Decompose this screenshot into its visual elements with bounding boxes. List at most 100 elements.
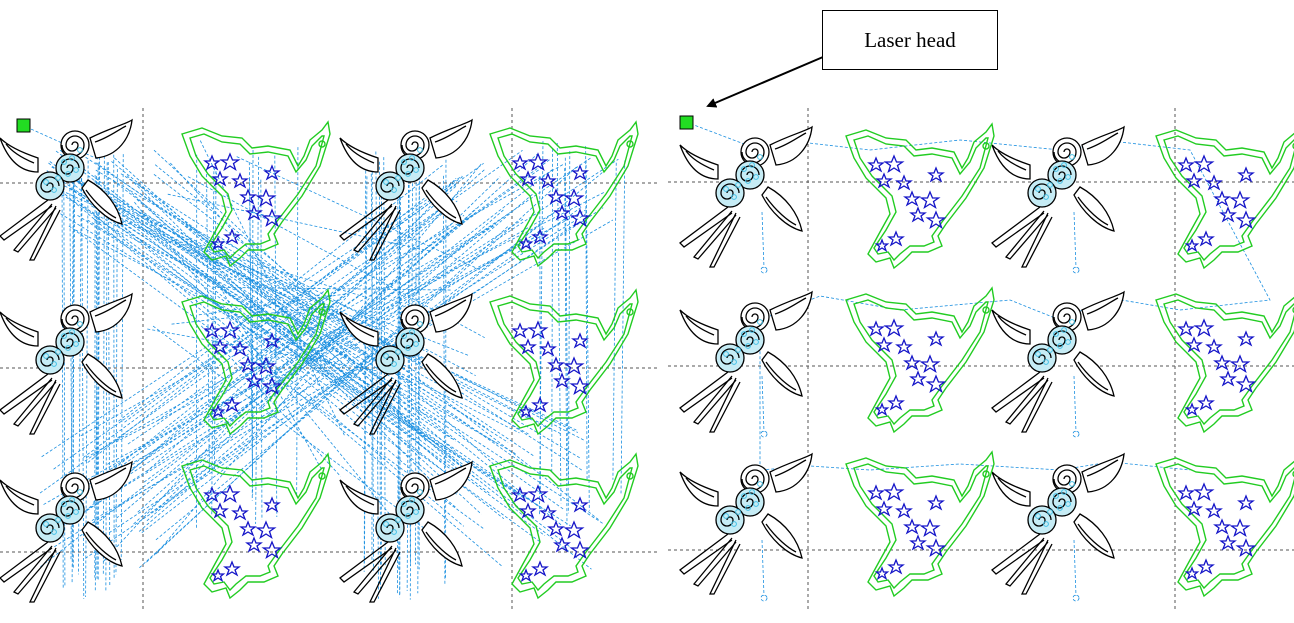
travel-line [115, 169, 118, 575]
travel-line [40, 169, 553, 568]
stem-end-marker [1072, 594, 1080, 602]
travel-line [100, 210, 546, 536]
travel-line [54, 213, 586, 548]
travel-line [171, 305, 337, 325]
travel-line [55, 150, 575, 551]
travel-line [113, 218, 524, 486]
travel-line [147, 328, 379, 372]
dove-shape [845, 451, 995, 597]
dove-shape [845, 287, 995, 433]
rose-bouquet-shape [0, 461, 133, 603]
dove-shape [1155, 123, 1294, 269]
travel-line [105, 162, 108, 592]
travel-line [255, 156, 260, 524]
travel-line [211, 166, 215, 515]
travel-line [94, 162, 99, 591]
travel-line [86, 223, 497, 458]
travel-line [110, 202, 529, 435]
travel-line [115, 157, 592, 480]
travel-line [415, 152, 417, 565]
travel-line [136, 199, 442, 463]
travel-line [108, 207, 604, 534]
travel-line [52, 189, 516, 455]
travel-line [46, 170, 530, 501]
travel-line [97, 151, 100, 580]
rose-bouquet-shape [679, 126, 813, 268]
laser-head-marker-left [16, 118, 31, 133]
travel-line [146, 208, 505, 522]
travel-line [585, 159, 590, 511]
travel-line [564, 168, 568, 525]
travel-line [120, 154, 124, 561]
travel-line [155, 176, 501, 512]
rose-bouquet-shape [0, 293, 133, 435]
travel-line [120, 173, 584, 472]
travel-line [122, 208, 428, 353]
optimized-travel-path [685, 121, 1271, 471]
rose-bouquet-shape [679, 453, 813, 595]
travel-line [296, 147, 299, 496]
travel-line [49, 161, 467, 470]
travel-line [57, 163, 490, 494]
laser-head-callout: Laser head [822, 10, 998, 70]
travel-line [112, 180, 456, 442]
stem-travel-line [761, 375, 765, 433]
stem-travel-line [761, 211, 765, 269]
travel-line [59, 149, 592, 570]
travel-line [81, 185, 457, 515]
travel-line [153, 173, 600, 521]
travel-line [72, 177, 498, 445]
travel-line [612, 162, 617, 480]
travel-line [70, 187, 457, 495]
rose-bouquet-shape [991, 291, 1125, 433]
stem-end-marker [760, 594, 768, 602]
travel-line [551, 148, 554, 472]
stem-end-marker [1072, 266, 1080, 274]
travel-line [406, 159, 410, 591]
travel-line [556, 143, 562, 504]
travel-line [87, 219, 571, 527]
travel-line [55, 226, 547, 529]
callout-label: Laser head [864, 27, 956, 52]
travel-line [77, 178, 82, 575]
travel-line [92, 212, 444, 503]
travel-line [125, 219, 505, 520]
dove-shape [845, 123, 995, 269]
travel-line [137, 153, 538, 513]
rose-bouquet-shape [991, 126, 1125, 268]
travel-line [85, 223, 576, 559]
travel-line [146, 169, 485, 472]
travel-line [141, 222, 543, 533]
laser-head-marker-right [679, 115, 694, 130]
arrow-icon [706, 56, 824, 108]
stem-end-marker [760, 430, 768, 438]
travel-line [118, 164, 444, 422]
stem-end-marker [1072, 430, 1080, 438]
travel-line [620, 160, 626, 494]
rose-bouquet-shape [0, 119, 133, 261]
travel-line [102, 150, 105, 575]
travel-line [223, 253, 365, 298]
travel-line [136, 182, 456, 452]
travel-line [48, 162, 458, 509]
travel-line [248, 162, 253, 477]
travel-line [443, 175, 446, 586]
dove-shape [1155, 451, 1294, 597]
travel-line [138, 191, 536, 532]
travel-line [127, 214, 465, 445]
travel-line [66, 159, 551, 506]
travel-line [143, 212, 510, 483]
rose-bouquet-shape [991, 453, 1125, 595]
travel-line [154, 164, 327, 305]
travel-line [39, 149, 523, 494]
travel-line [150, 206, 583, 514]
travel-line [222, 240, 476, 376]
travel-line [53, 182, 459, 470]
travel-line [157, 228, 488, 430]
travel-line [82, 162, 484, 458]
rose-bouquet-shape [339, 461, 473, 603]
travel-line [215, 278, 322, 470]
travel-line [153, 149, 498, 468]
travel-line [236, 156, 482, 271]
